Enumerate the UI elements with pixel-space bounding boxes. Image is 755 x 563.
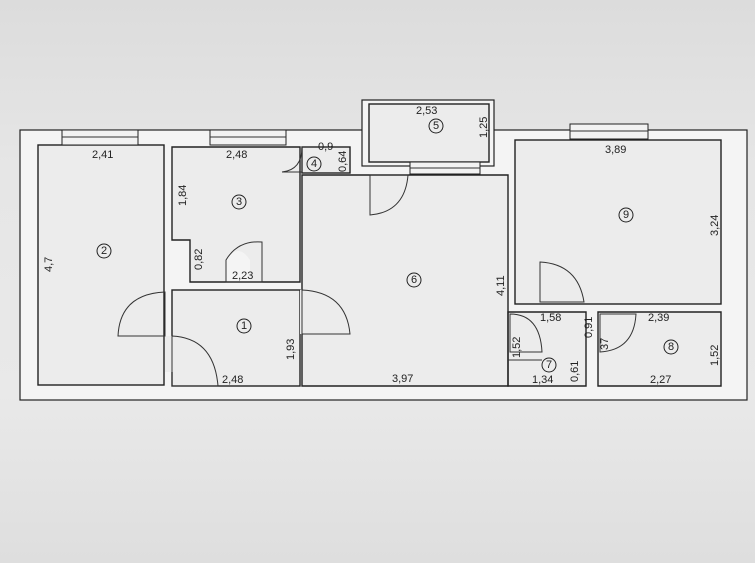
svg-text:9: 9 bbox=[623, 209, 629, 221]
room-9-floor bbox=[515, 140, 721, 304]
door-swing-2-1 bbox=[117, 291, 166, 337]
room-1-floor bbox=[172, 290, 300, 386]
svg-text:5: 5 bbox=[433, 120, 439, 132]
svg-text:6: 6 bbox=[411, 274, 417, 286]
door-swing-7 bbox=[509, 313, 543, 353]
room-label-9: 9 bbox=[618, 207, 634, 223]
dim-room7-side: 1,52 bbox=[511, 337, 523, 358]
room-label-4: 4 bbox=[306, 156, 322, 172]
dim-room2-width: 2,41 bbox=[92, 149, 113, 161]
room-7-floor bbox=[508, 312, 586, 386]
dim-room1-width: 2,48 bbox=[222, 374, 243, 386]
dim-room3-notch: 0,82 bbox=[193, 249, 205, 270]
room-label-3: 3 bbox=[231, 194, 247, 210]
door-swing-5-6 bbox=[369, 174, 409, 216]
dim-room8-height: 1,52 bbox=[709, 345, 721, 366]
dim-room7-right: 0,61 bbox=[569, 361, 581, 382]
svg-text:3: 3 bbox=[236, 196, 242, 208]
dim-room5-width: 2,53 bbox=[416, 105, 437, 117]
door-swing-1-bottom bbox=[171, 335, 219, 387]
room-7-outline bbox=[507, 311, 587, 387]
door-swing-8 bbox=[599, 313, 637, 353]
dim-room7-bottom: 1,34 bbox=[532, 374, 553, 386]
room-label-8: 8 bbox=[663, 339, 679, 355]
door-swing-9 bbox=[539, 261, 585, 303]
svg-text:1: 1 bbox=[241, 320, 247, 332]
room-label-7: 7 bbox=[541, 357, 557, 373]
room-8-floor bbox=[598, 312, 721, 386]
dim-room5-height: 1,25 bbox=[478, 117, 490, 138]
dim-room9-width: 3,89 bbox=[605, 144, 626, 156]
room-5-floor bbox=[369, 104, 489, 162]
room-8-outline bbox=[597, 311, 722, 387]
dim-room3-width: 2,48 bbox=[226, 149, 247, 161]
door-swing-3 bbox=[225, 241, 263, 283]
dim-room2-height: 4,7 bbox=[43, 257, 55, 272]
svg-text:8: 8 bbox=[668, 341, 674, 353]
room-4-floor bbox=[302, 147, 350, 173]
dim-room3-side: 1,84 bbox=[177, 185, 189, 206]
svg-text:7: 7 bbox=[546, 359, 552, 371]
dim-room8-top: 2,39 bbox=[648, 312, 669, 324]
room-label-5: 5 bbox=[428, 118, 444, 134]
room-3-outline bbox=[171, 146, 301, 283]
door-swing-1-6 bbox=[301, 289, 351, 335]
dim-room4-height: 0,64 bbox=[337, 151, 349, 172]
room-2-floor bbox=[38, 145, 164, 385]
dim-room8-door: 37 bbox=[599, 338, 611, 350]
dim-room8-left: 0,91 bbox=[583, 317, 595, 338]
dim-room3-bottom: 2,23 bbox=[232, 270, 253, 282]
dim-room7-top: 1,58 bbox=[540, 312, 561, 324]
dim-room1-height: 1,93 bbox=[285, 339, 297, 360]
room-label-1: 1 bbox=[236, 318, 252, 334]
room-3-floor bbox=[172, 147, 300, 282]
dim-room9-height: 3,24 bbox=[709, 215, 721, 236]
dim-room6-height: 4,11 bbox=[495, 275, 507, 296]
svg-text:2: 2 bbox=[101, 245, 107, 257]
svg-text:4: 4 bbox=[311, 158, 317, 170]
door-swing-4 bbox=[281, 146, 303, 173]
room-label-2: 2 bbox=[96, 243, 112, 259]
dim-room6-width: 3,97 bbox=[392, 373, 413, 385]
room-6-floor bbox=[302, 175, 508, 386]
dim-room8-width: 2,27 bbox=[650, 374, 671, 386]
dim-room4-width: 0,9 bbox=[318, 141, 333, 153]
room-label-6: 6 bbox=[406, 272, 422, 288]
room-9-outline bbox=[514, 139, 722, 305]
